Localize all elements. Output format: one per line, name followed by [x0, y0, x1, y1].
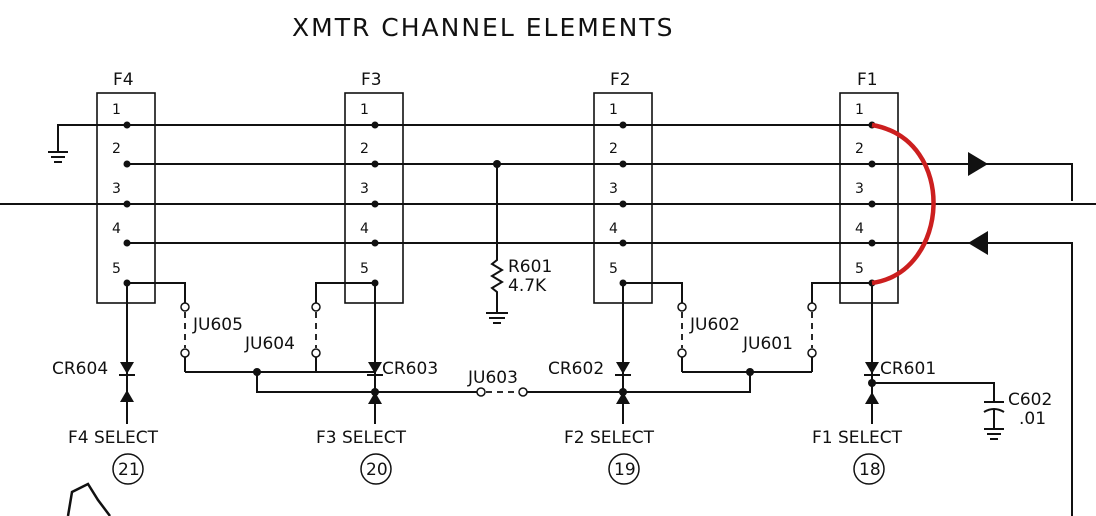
ju603-right-wire: [526, 372, 751, 393]
connector-circle-20: [360, 453, 392, 485]
pin-number: 3: [855, 181, 864, 197]
diode-label-cr602: CR602: [548, 359, 604, 379]
jumper-ju605: [180, 302, 190, 372]
resistor-r601: [490, 164, 504, 312]
select-arrow-icon: [865, 392, 879, 404]
element-label-f2: F2: [610, 70, 631, 90]
diode-cr603-icon: [368, 362, 382, 374]
output-arrow-icon: [968, 152, 988, 176]
pin-number: 3: [360, 181, 369, 197]
connector-pin-19: 19: [614, 460, 636, 480]
select-label-f2: F2 SELECT: [564, 428, 655, 448]
capacitor-ground-symbol: [984, 428, 1004, 440]
bus-wire-pin2: [127, 163, 1073, 201]
diagram-title: XMTR CHANNEL ELEMENTS: [292, 13, 674, 42]
jumper-label-ju602: JU602: [689, 315, 740, 335]
capacitor-ref-label: C602: [1008, 390, 1052, 410]
connector-pin-20: 20: [366, 460, 388, 480]
pin-number: 5: [360, 261, 369, 277]
pin-number: 2: [855, 141, 864, 157]
ju603-left-wire: [256, 372, 478, 393]
bus-wire-pin1: [57, 124, 872, 152]
select-arrow-icon: [368, 392, 382, 404]
f2-pin5-jumper-wire: [623, 282, 683, 303]
jumper-ju603: [476, 387, 528, 397]
element-label-f1: F1: [857, 70, 878, 90]
select-arrow-icon: [616, 392, 630, 404]
select-arrow-icon: [120, 390, 134, 402]
element-label-f4: F4: [113, 70, 134, 90]
capacitor-value-label: .01: [1019, 409, 1046, 429]
junction-dot: [371, 388, 379, 396]
jumper-label-ju605: JU605: [192, 315, 243, 335]
junction-dot: [619, 388, 627, 396]
capacitor-c602-wire: [872, 382, 995, 402]
select-label-f4: F4 SELECT: [68, 428, 159, 448]
resistor-ref-label: R601: [508, 257, 552, 277]
element-label-f3: F3: [361, 70, 382, 90]
annotation-arc: [871, 122, 936, 286]
jumper-label-ju604: JU604: [244, 334, 295, 354]
connector-circle-19: [608, 453, 640, 485]
resistor-ground-symbol: [486, 312, 508, 324]
ground-symbol: [48, 151, 68, 163]
pin-number: 2: [609, 141, 618, 157]
pin-number: 2: [112, 141, 121, 157]
connector-pin-18: 18: [859, 460, 881, 480]
pin-number: 4: [609, 221, 618, 237]
diode-label-cr603: CR603: [382, 359, 438, 379]
pointer-arrow-icon: [66, 482, 111, 516]
pin-number: 4: [112, 221, 121, 237]
pin-number: 3: [112, 181, 121, 197]
jumper-ju601: [807, 302, 817, 372]
element-box-f1: [839, 92, 899, 304]
f3-pin5-jumper-wire: [315, 282, 375, 303]
connector-circle-18: [853, 453, 885, 485]
pin-number: 1: [855, 102, 864, 118]
diode-label-cr604: CR604: [52, 359, 108, 379]
jumper-ju602: [677, 302, 687, 372]
pin-number: 4: [855, 221, 864, 237]
pin-number: 5: [609, 261, 618, 277]
jumper-label-ju601: JU601: [742, 334, 793, 354]
f4-pin5-jumper-wire: [127, 282, 186, 303]
pin-number: 2: [360, 141, 369, 157]
pin-number: 4: [360, 221, 369, 237]
jumper-ju604: [311, 302, 321, 372]
f1-pin5-jumper-wire: [811, 282, 872, 303]
connector-circle-21: [112, 453, 144, 485]
pin-number: 1: [112, 102, 121, 118]
pin-number: 5: [112, 261, 121, 277]
diode-cr604-icon: [120, 362, 134, 374]
jumper-label-ju603: JU603: [467, 368, 518, 388]
select-label-f1: F1 SELECT: [812, 428, 903, 448]
diode-label-cr601: CR601: [880, 359, 936, 379]
pin-number: 1: [609, 102, 618, 118]
input-arrow-icon: [968, 231, 988, 255]
pin-number: 1: [360, 102, 369, 118]
diode-cr602-icon: [616, 362, 630, 374]
pin-number: 3: [609, 181, 618, 197]
bus-wire-pin4: [127, 242, 1073, 516]
select-label-f3: F3 SELECT: [316, 428, 407, 448]
resistor-value-label: 4.7K: [508, 276, 547, 296]
diode-cr601-icon: [865, 362, 879, 374]
connector-pin-21: 21: [118, 460, 140, 480]
pin-dots: [123, 121, 876, 287]
pin-number: 5: [855, 261, 864, 277]
